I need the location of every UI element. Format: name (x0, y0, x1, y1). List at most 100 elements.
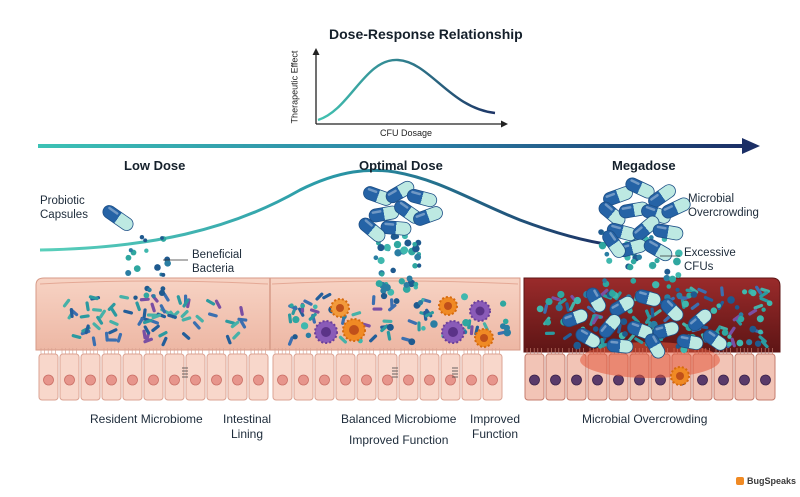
capsule-shine (609, 232, 617, 241)
bacterium (602, 293, 613, 300)
capsule-shine (411, 190, 421, 196)
microbial-overcrowding-footer-label: Microbial Overcrowding (582, 412, 708, 426)
cfu-particle (461, 293, 468, 301)
capsule-shine (415, 212, 426, 218)
cfu-particle (421, 326, 426, 331)
bacterium (88, 295, 99, 301)
cfu-particle (649, 235, 654, 240)
cfu-particle (746, 339, 753, 346)
capsule-shell (652, 321, 680, 339)
bacterium (303, 299, 313, 306)
bacterium (753, 303, 764, 310)
cfu-particle (406, 275, 413, 282)
capsule (380, 220, 412, 236)
capsule-shine (680, 336, 689, 340)
cfu-particle (721, 329, 729, 336)
cell-nucleus (127, 374, 138, 386)
cfu-particle (627, 263, 634, 271)
capsule-shine (367, 188, 378, 194)
cfu-particle (636, 254, 643, 260)
cell-nucleus (43, 374, 54, 386)
bacterium (192, 321, 201, 330)
capsule-shell (385, 180, 415, 204)
bacterium (569, 301, 576, 312)
bacterium (239, 319, 247, 329)
cfu-particle (727, 296, 735, 304)
bacterium (563, 332, 572, 341)
bacterium (142, 329, 147, 340)
bacterium (690, 302, 700, 310)
cfu-particle (573, 341, 581, 350)
cell-nucleus (550, 374, 561, 386)
cell-nucleus (298, 374, 309, 386)
capsule (676, 333, 704, 351)
cell-nucleus (340, 374, 351, 386)
bacterium (338, 335, 347, 344)
cfu-particle (417, 263, 422, 268)
bacterium (315, 292, 324, 301)
cell-nucleus (148, 374, 159, 386)
cell-nucleus (487, 374, 498, 386)
capsule-shell (598, 314, 622, 338)
bacterium (69, 307, 74, 318)
cfu-particle (161, 272, 166, 277)
capsule (688, 308, 712, 332)
bacterium (308, 312, 317, 321)
cfu-particle (630, 258, 637, 265)
capsule-shine (631, 322, 640, 328)
capsule-shell (609, 295, 635, 317)
capsule-shell (676, 333, 704, 351)
capsule-shine (655, 326, 664, 331)
cfu-particle (408, 338, 416, 346)
cfu-particle (669, 275, 677, 283)
capsule (641, 204, 671, 224)
bacterium (586, 305, 596, 313)
bacterium (380, 324, 389, 333)
chart-axes (312, 48, 508, 128)
response-curve (39, 168, 613, 252)
capsule-shell (652, 223, 684, 241)
cfu-particle (630, 278, 637, 284)
bacterium (181, 316, 192, 322)
bacterium (388, 303, 397, 312)
capsule-shell (585, 287, 607, 313)
bacterium (162, 292, 170, 302)
cfu-particle (414, 253, 422, 261)
cell-nucleus (382, 374, 393, 386)
cfu-particle (649, 262, 657, 269)
cfu-particle (144, 248, 149, 253)
capsule-shine (611, 303, 619, 309)
cfu-particle (545, 297, 553, 306)
cfu-particle (373, 255, 379, 261)
bacterium (214, 299, 222, 309)
cell-nucleus (424, 374, 435, 386)
capsule (632, 215, 660, 241)
capsule-shine (384, 222, 395, 226)
capsule (652, 321, 680, 339)
bacterium (591, 315, 599, 325)
cell-nucleus (760, 374, 771, 386)
cell-nucleus (466, 374, 477, 386)
capsule (643, 238, 673, 262)
bacterium (108, 328, 118, 335)
cfu-particle (147, 287, 152, 293)
bacterium (760, 339, 769, 349)
capsule-shell (644, 333, 666, 359)
cfu-particle (160, 236, 164, 240)
cfu-particle (380, 287, 387, 294)
cfu-particle (681, 300, 689, 308)
cfu-particle (398, 278, 405, 285)
cfu-particle (536, 305, 544, 313)
immune-cells (314, 296, 690, 386)
cfu-particle (592, 326, 599, 332)
cfu-particle (652, 281, 660, 289)
cfu-particle (598, 229, 604, 235)
cfu-particle (766, 300, 773, 307)
capsule (575, 327, 601, 349)
cfu-particle (664, 268, 671, 275)
capsule-shine (108, 206, 119, 215)
bacterium (109, 319, 119, 326)
capsule-shell (602, 230, 626, 258)
bacterium (208, 312, 218, 318)
bacterium (180, 310, 189, 319)
